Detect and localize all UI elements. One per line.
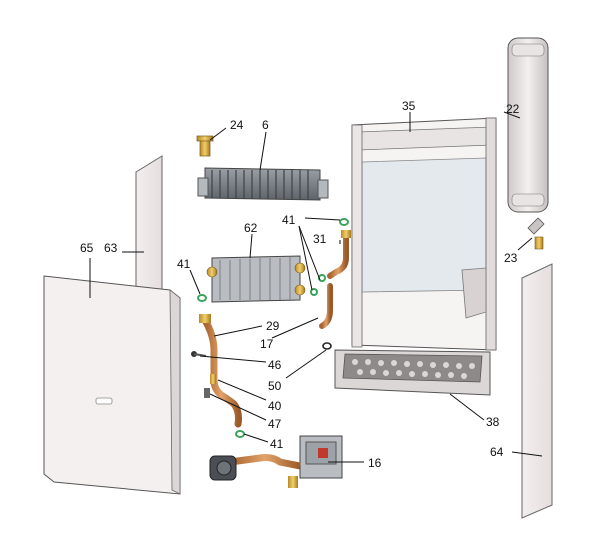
callout-24: 24 [230,118,244,132]
callout-41-lower: 41 [270,437,284,451]
air-vent-part [196,135,214,157]
callout-41-upper: 41 [282,213,296,227]
pipe-31-part [327,230,351,279]
callout-17: 17 [260,337,274,351]
callout-41-left: 41 [177,257,191,271]
gas-valve-part [209,435,343,488]
valve-23-part [527,217,545,250]
callout-47: 47 [268,417,282,431]
callout-35: 35 [402,99,416,113]
callout-6: 6 [262,118,269,132]
callout-50: 50 [268,379,282,393]
front-cover-part [43,275,181,495]
callout-31: 31 [313,232,327,246]
base-tray-part [334,349,491,396]
side-panel-left-part [135,155,163,301]
side-panel-right-part [521,263,553,519]
callout-29: 29 [266,319,280,333]
heat-exchanger-part [197,167,329,201]
callout-22: 22 [506,102,520,116]
callout-46: 46 [268,358,282,372]
rear-frame-part [351,117,497,351]
callout-23: 23 [504,251,518,265]
callout-65: 65 [80,241,94,255]
callout-labels: 24 6 35 22 41 62 31 23 65 63 41 29 17 46… [80,99,520,470]
callout-64: 64 [490,445,504,459]
callout-16: 16 [368,456,382,470]
plate-exchanger-part [206,255,306,303]
pipe-17-part [319,283,333,329]
callout-62: 62 [244,221,258,235]
callout-40: 40 [268,399,282,413]
expansion-vessel-part [507,37,549,213]
callout-38: 38 [486,415,500,429]
o-ring-50 [322,342,332,350]
callout-63: 63 [104,241,118,255]
leader-lines [89,111,543,463]
fittings-part [191,351,216,398]
pipe-29-part [199,314,242,428]
